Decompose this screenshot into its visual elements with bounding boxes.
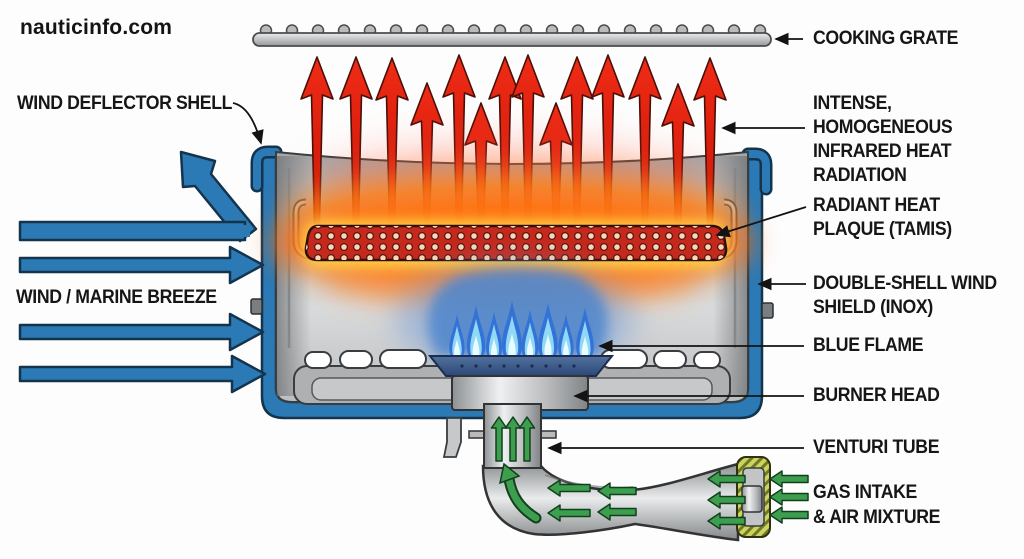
wind-arrows [18, 150, 267, 394]
label-blue-flame: BLUE FLAME [813, 335, 924, 356]
label-wind-deflector-shell: WIND DEFLECTOR SHELL [17, 93, 233, 114]
label-radiant-plaque: RADIANT HEAT PLAQUE (TAMIS) [813, 195, 952, 240]
blue-flame [395, 263, 635, 373]
label-gas-intake: GAS INTAKE & AIR MIXTURE [813, 482, 941, 528]
label-venturi-tube: VENTURI TUBE [813, 437, 940, 458]
label-wind-marine-breeze: WIND / MARINE BREEZE [16, 287, 217, 308]
drain-stub [442, 417, 462, 458]
gas-air-flow-arrows [490, 416, 746, 530]
cooking-grate [252, 24, 772, 47]
burner-head [427, 355, 615, 411]
site-logo: nauticinfo.com [20, 16, 173, 39]
label-wind-shield: DOUBLE-SHELL WIND SHIELD (INOX) [813, 273, 997, 318]
side-bolt [761, 302, 774, 319]
label-burner-head: BURNER HEAD [813, 385, 940, 406]
side-bolt [250, 298, 263, 315]
label-infrared-heat: INTENSE, HOMOGENEOUS INFRARED HEAT RADIA… [813, 93, 953, 186]
radiant-heat-plaque [304, 224, 728, 262]
leader-lines [232, 32, 807, 455]
gas-intake-arrows [769, 470, 809, 524]
label-cooking-grate: COOKING GRATE [813, 28, 959, 49]
venturi-tube [442, 403, 771, 542]
